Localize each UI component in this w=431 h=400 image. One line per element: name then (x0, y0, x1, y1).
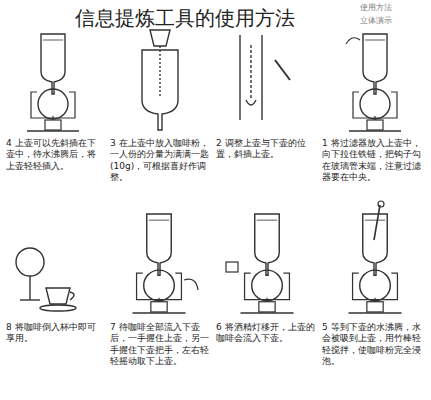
header-label: 立体演示 (360, 16, 426, 26)
step2-chain-detail (240, 35, 290, 120)
top-row (27, 30, 401, 131)
step-text: 4 上壶可以先斜插在下壶中，待水沸腾后，将上壶轻轻插入。 (6, 138, 104, 172)
stir-stick (374, 205, 380, 240)
step-text: 8 将咖啡倒入杯中即可享用。 (6, 322, 104, 345)
header-label: 使用方法 (360, 3, 426, 13)
hand-step7 (184, 279, 198, 290)
step8-cup (16, 248, 76, 311)
step-text: 3 在上壶中放入咖啡粉，一人份的分量为满满一匙(10g)，可根据喜好作调整。 (110, 138, 210, 183)
step-text: 7 待咖啡全部流入下壶后，一手握住上壶，另一手握住下壶把手，左右轻轻摇动取下上壶… (110, 322, 210, 367)
step-text: 5 等到下壶的水沸腾，水会被吸到上壶，用竹棒轻轻搅拌，使咖啡粉完全浸泡。 (322, 322, 424, 367)
stir-stick-top (378, 201, 384, 207)
siphon-step6 (240, 214, 293, 313)
siphon-step5 (348, 214, 401, 313)
step-text: 2 调整上壶与下壶的位置，斜插上壶。 (216, 138, 316, 161)
step-text: 6 将酒精灯移开，上壶的咖啡会流入下壶。 (216, 322, 316, 345)
siphon-step7 (132, 214, 185, 313)
siphon-step1 (349, 34, 401, 131)
step3-upper-pot (142, 30, 178, 130)
lamp-removed (226, 262, 238, 272)
hand-step1 (346, 38, 360, 44)
page-title: 信息提炼工具的使用方法 (75, 6, 295, 30)
siphon-step4 (27, 34, 79, 131)
step-text: 1 将过滤器放入上壶中，向下拉住铁链，把钩子勾在玻璃管末端，注意过滤器要在中央。 (322, 138, 424, 183)
bottom-row (16, 201, 402, 313)
